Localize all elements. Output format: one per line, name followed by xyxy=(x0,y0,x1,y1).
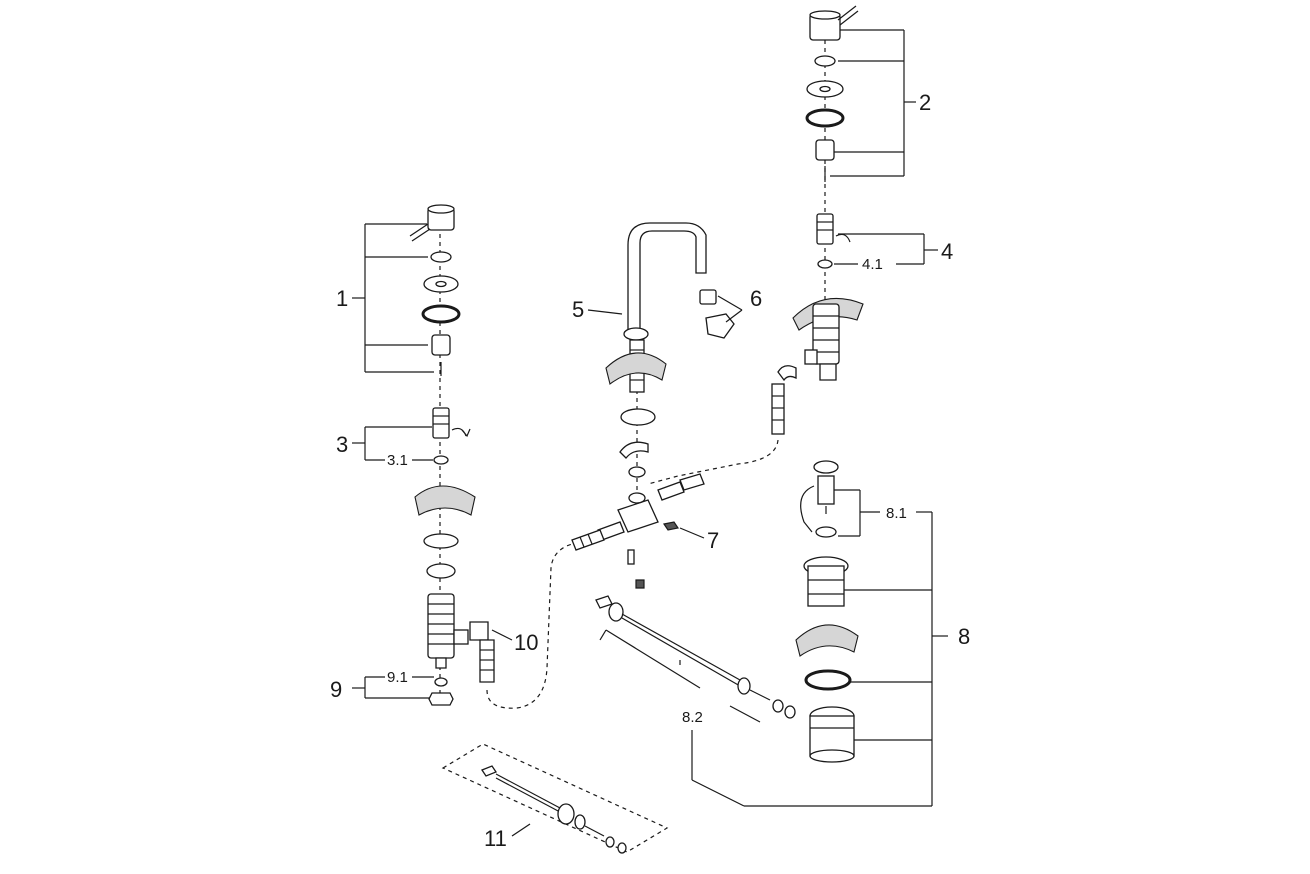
left-valve-assembly xyxy=(352,204,577,709)
right-adapter xyxy=(815,139,835,161)
left-small-ring xyxy=(434,677,448,687)
spout-assembly xyxy=(571,222,743,551)
drain-escutcheon xyxy=(795,624,859,657)
right-seal-ring xyxy=(805,108,845,128)
spout-clip xyxy=(619,441,649,459)
label-3: 3 xyxy=(336,432,348,457)
leader-11 xyxy=(511,823,531,837)
right-cartridge-ring xyxy=(817,259,833,269)
left-adapter xyxy=(431,334,451,356)
label-2: 2 xyxy=(919,90,931,115)
bracket-8 xyxy=(844,511,948,806)
label-8: 8 xyxy=(958,624,970,649)
spout-nut xyxy=(628,466,646,478)
drain-small-ring xyxy=(815,526,837,538)
left-washer-lower xyxy=(423,533,459,549)
leader-10 xyxy=(491,629,513,641)
right-valve-assembly xyxy=(647,5,938,485)
service-kit-11 xyxy=(441,743,669,854)
label-6: 6 xyxy=(750,286,762,311)
left-cartridge xyxy=(432,407,471,439)
leader-5 xyxy=(587,309,623,315)
left-hose-elbow xyxy=(469,621,495,683)
tee-connector xyxy=(571,473,705,551)
leader-7 xyxy=(679,527,705,539)
drain-stopper-cap xyxy=(813,460,839,474)
left-escutcheon xyxy=(414,485,476,516)
part-labels: 1 2 3 3.1 4 4.1 5 6 7 8 8.1 8.2 9 9.1 10… xyxy=(330,90,970,851)
label-7: 7 xyxy=(707,528,719,553)
label-10: 10 xyxy=(514,630,538,655)
right-cartridge xyxy=(816,213,851,245)
aerator xyxy=(699,289,735,339)
rod-pin xyxy=(627,549,635,565)
label-4-1: 4.1 xyxy=(862,256,883,273)
drain-body-upper xyxy=(807,565,845,607)
right-handle xyxy=(809,5,859,41)
left-hex-nut xyxy=(428,692,454,706)
label-3-1: 3.1 xyxy=(387,452,408,469)
bracket-9 xyxy=(352,676,434,699)
rod-ball xyxy=(608,602,624,622)
label-8-1: 8.1 xyxy=(886,505,907,522)
label-1: 1 xyxy=(336,286,348,311)
spout-escutcheon xyxy=(605,352,667,385)
drain-stopper xyxy=(817,475,835,505)
drain-assembly xyxy=(795,460,948,806)
bracket-4 xyxy=(834,233,938,265)
left-seal-ring xyxy=(421,304,461,324)
left-valve-body xyxy=(427,593,469,669)
popup-rod-assembly xyxy=(595,549,932,807)
right-hose xyxy=(771,365,797,435)
right-o-ring xyxy=(814,55,836,67)
bracket-1 xyxy=(352,223,434,373)
right-valve-body xyxy=(804,303,840,381)
left-cartridge-ring xyxy=(433,455,449,465)
label-9: 9 xyxy=(330,677,342,702)
label-9-1: 9.1 xyxy=(387,669,408,686)
label-8-2: 8.2 xyxy=(682,709,703,726)
bracket-2 xyxy=(830,29,916,177)
leader-6a xyxy=(717,295,743,311)
bracket-8-1 xyxy=(834,489,880,537)
left-nut xyxy=(426,563,456,579)
diverter-clip xyxy=(663,521,679,531)
spout-washer xyxy=(620,408,656,426)
drain-gasket xyxy=(804,669,852,691)
left-o-ring xyxy=(430,251,452,263)
label-11: 11 xyxy=(484,826,507,851)
bracket-3 xyxy=(352,426,433,461)
left-handle xyxy=(409,204,455,242)
label-5: 5 xyxy=(572,297,584,322)
label-4: 4 xyxy=(941,239,953,264)
